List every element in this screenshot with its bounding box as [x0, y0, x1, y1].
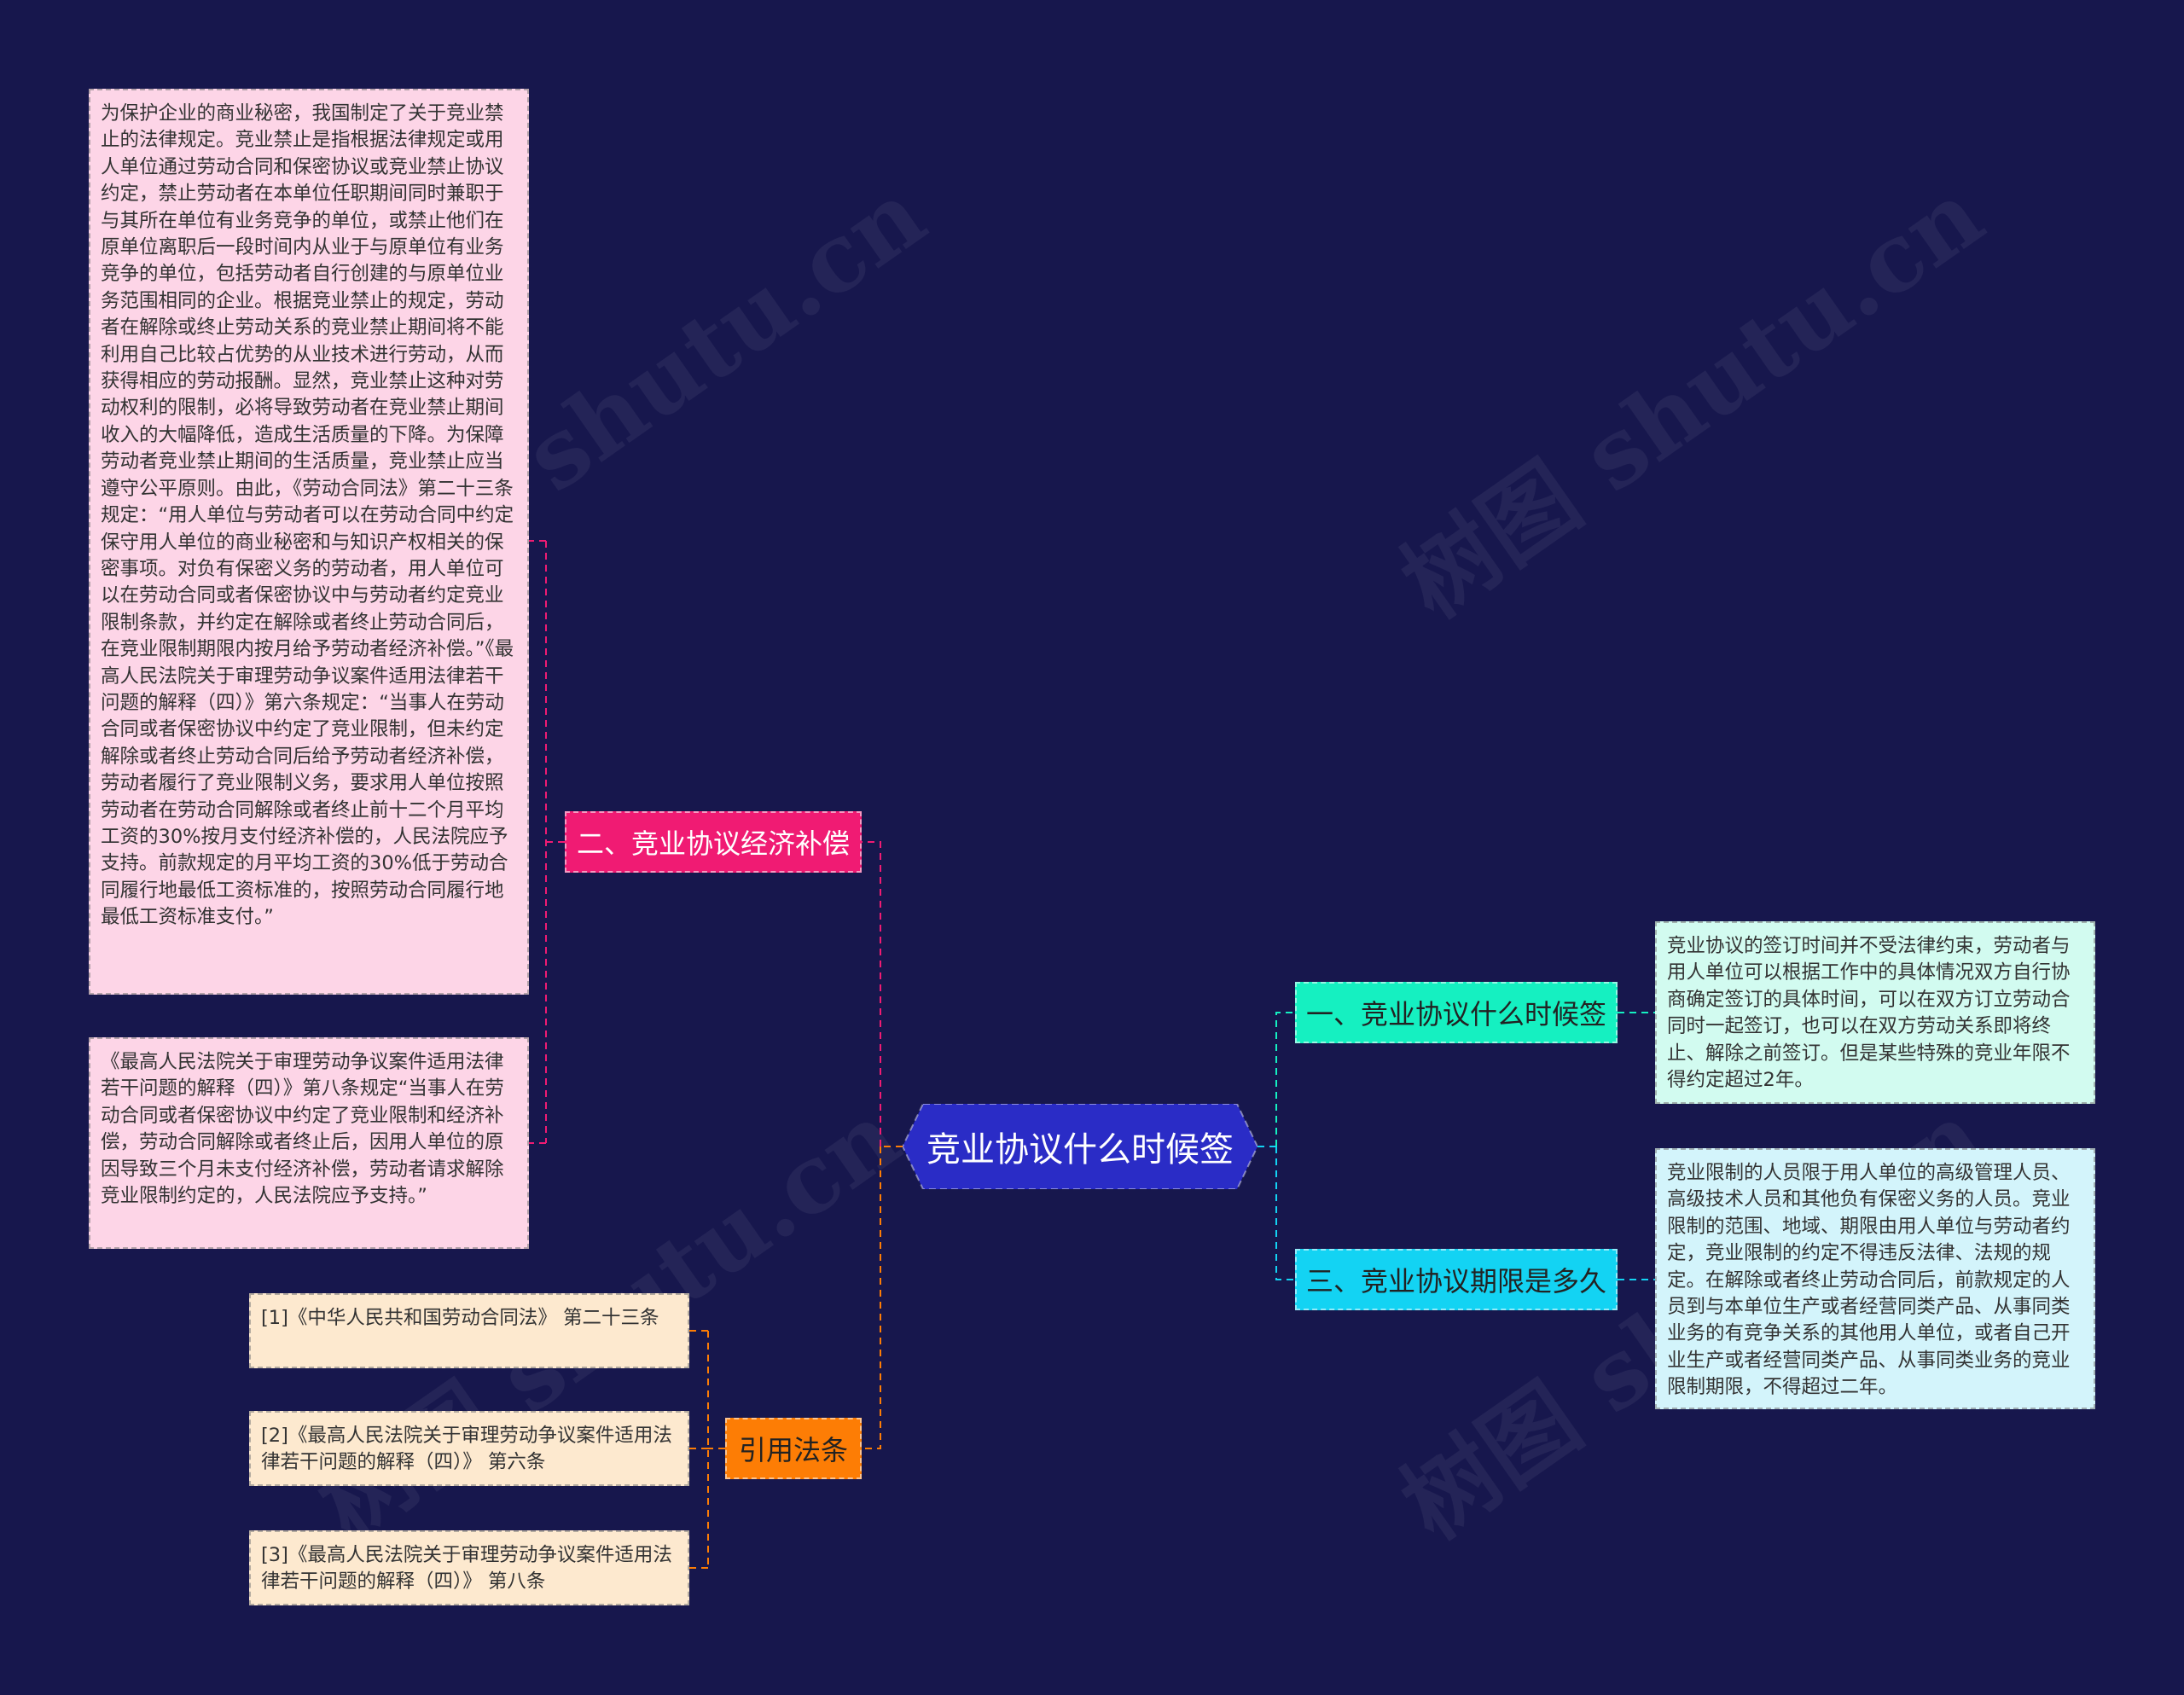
reference-item-text: [3]《最高人民法院关于审理劳动争议案件适用法律若干问题的解释（四）》 第八条 — [261, 1544, 672, 1593]
branch-references[interactable]: 引用法条 — [725, 1418, 862, 1479]
branch-duration-label: 三、竞业协议期限是多久 — [1305, 1265, 1606, 1297]
reference-item[interactable]: [1]《中华人民共和国劳动合同法》 第二十三条 — [249, 1293, 689, 1368]
note-duration-text: 竞业限制的人员限于用人单位的高级管理人员、高级技术人员和其他负有保密义务的人员。… — [1667, 1162, 2071, 1399]
note-compensation-article-8-text: 《最高人民法院关于审理劳动争议案件适用法律若干问题的解释（四）》第八条规定“当事… — [101, 1051, 504, 1208]
note-compensation-main: 为保护企业的商业秘密，我国制定了关于竞业禁止的法律规定。竞业禁止是指根据法律规定… — [89, 89, 529, 995]
connector-compensation-notes — [529, 540, 565, 1144]
central-topic[interactable]: 竞业协议什么时候签 — [903, 1104, 1258, 1189]
connector-left-trunk-references — [862, 1146, 881, 1449]
branch-duration[interactable]: 三、竞业协议期限是多久 — [1295, 1249, 1618, 1310]
central-topic-label: 竞业协议什么时候签 — [926, 1130, 1234, 1170]
branch-signing-label: 一、竞业协议什么时候签 — [1305, 998, 1606, 1030]
branch-compensation[interactable]: 二、竞业协议经济补偿 — [565, 811, 862, 873]
connector-references-items — [689, 1330, 725, 1569]
note-duration: 竞业限制的人员限于用人单位的高级管理人员、高级技术人员和其他负有保密义务的人员。… — [1655, 1148, 2095, 1409]
branch-compensation-label: 二、竞业协议经济补偿 — [576, 827, 850, 860]
branch-signing[interactable]: 一、竞业协议什么时候签 — [1295, 982, 1618, 1043]
reference-item-text: [2]《最高人民法院关于审理劳动争议案件适用法律若干问题的解释（四）》 第六条 — [261, 1425, 672, 1474]
note-signing-text: 竞业协议的签订时间并不受法律约束，劳动者与用人单位可以根据工作中的具体情况双方自… — [1667, 935, 2071, 1092]
connector-right-trunk-signing — [1275, 1012, 1295, 1146]
connector-left-trunk-compensation — [862, 841, 881, 1146]
note-compensation-article-8: 《最高人民法院关于审理劳动争议案件适用法律若干问题的解释（四）》第八条规定“当事… — [89, 1037, 529, 1249]
reference-item[interactable]: [2]《最高人民法院关于审理劳动争议案件适用法律若干问题的解释（四）》 第六条 — [249, 1411, 689, 1486]
note-signing: 竞业协议的签订时间并不受法律约束，劳动者与用人单位可以根据工作中的具体情况双方自… — [1655, 921, 2095, 1104]
connector-right-trunk-duration — [1275, 1146, 1295, 1280]
branch-references-label: 引用法条 — [738, 1434, 848, 1466]
reference-item-text: [1]《中华人民共和国劳动合同法》 第二十三条 — [261, 1307, 659, 1329]
note-compensation-main-text: 为保护企业的商业秘密，我国制定了关于竞业禁止的法律规定。竞业禁止是指根据法律规定… — [101, 102, 514, 929]
reference-item[interactable]: [3]《最高人民法院关于审理劳动争议案件适用法律若干问题的解释（四）》 第八条 — [249, 1530, 689, 1605]
central-topic-shape — [903, 1104, 1258, 1189]
